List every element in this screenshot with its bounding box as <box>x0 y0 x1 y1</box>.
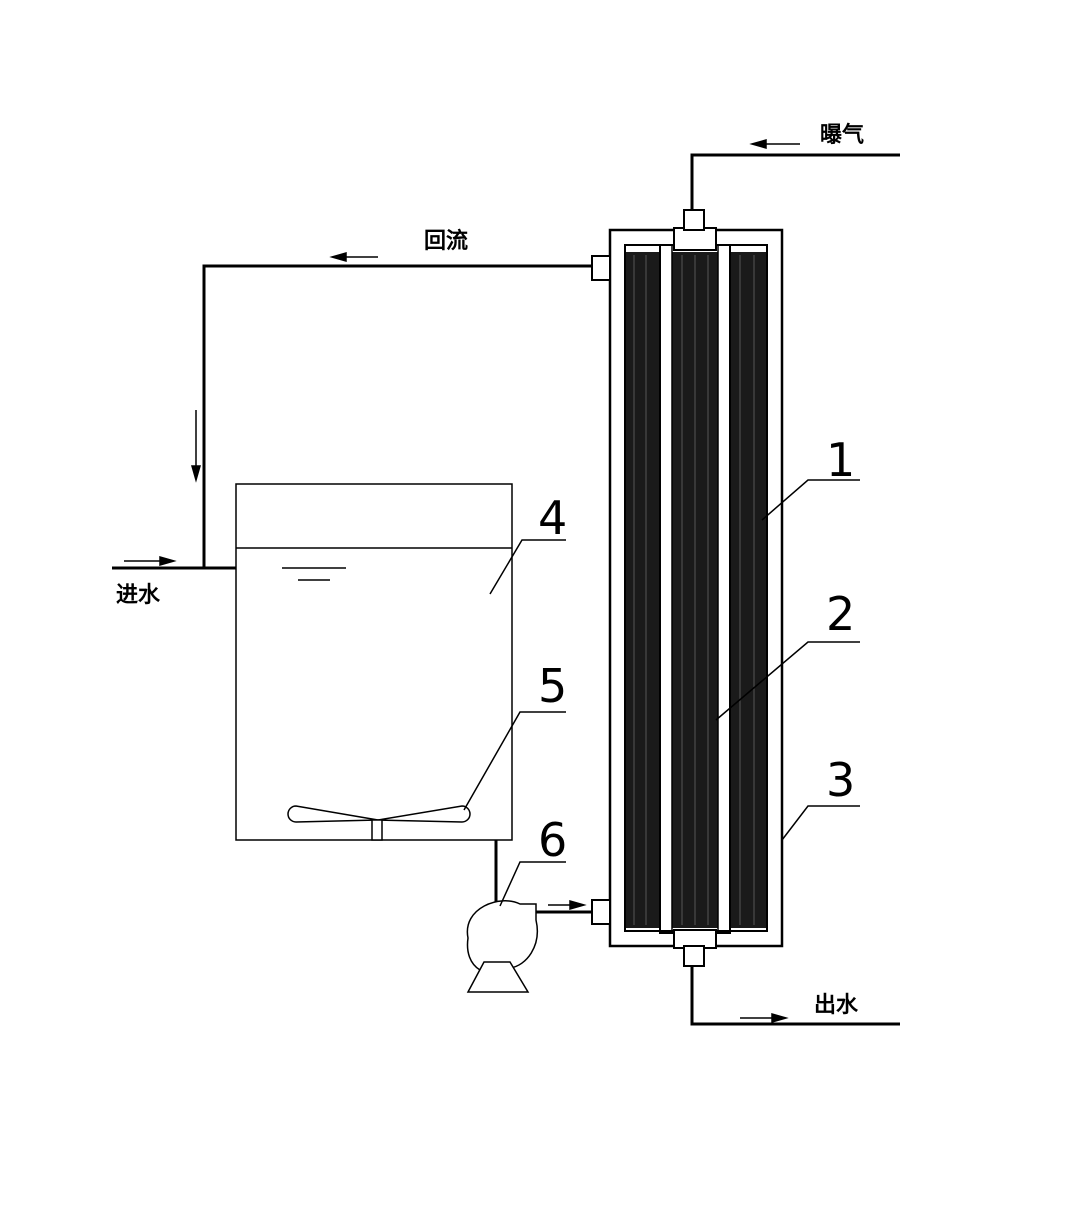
reflux-pipe <box>202 264 592 568</box>
leader-2 <box>715 641 860 721</box>
top-nozzle <box>683 209 705 231</box>
media-packing-left <box>626 252 660 928</box>
tank-body <box>235 483 513 841</box>
stirrer <box>287 805 471 841</box>
stirrer-blade-left <box>287 805 379 823</box>
feed-nozzle <box>591 899 611 925</box>
stirrer-hub <box>371 819 383 841</box>
leader-4 <box>489 539 566 595</box>
aeration-label: 曝气 <box>820 122 864 148</box>
reflux-label: 回流 <box>424 228 468 254</box>
reactor-column <box>591 209 784 967</box>
media-texture <box>633 255 755 925</box>
reflux-down-arrow <box>191 410 201 483</box>
callout-1: 1 <box>826 433 855 487</box>
water-in-label: 进水 <box>116 583 161 608</box>
aeration-flow-arrow <box>749 139 800 149</box>
leader-6 <box>499 861 566 907</box>
top-cap <box>673 227 717 251</box>
callout-4: 4 <box>538 491 567 545</box>
pump <box>466 840 592 993</box>
storage-tank <box>235 483 513 841</box>
aeration-pipe <box>690 153 900 212</box>
leader-3 <box>781 805 860 841</box>
callout-leaders <box>463 479 860 907</box>
callout-3: 3 <box>826 753 855 807</box>
reflux-nozzle <box>591 255 611 281</box>
pump-base <box>466 961 530 993</box>
pump-flow-arrow <box>548 900 587 910</box>
reflux-flow-arrow <box>329 252 378 262</box>
outlet-pipe <box>690 966 900 1026</box>
media-packing-right <box>730 252 766 928</box>
callout-2: 2 <box>826 587 855 641</box>
leader-1 <box>761 479 860 521</box>
outlet-flow-arrow <box>740 1013 789 1023</box>
callout-5: 5 <box>538 659 567 713</box>
pump-casing <box>466 900 538 971</box>
callout-6: 6 <box>538 813 567 867</box>
bottom-nozzle <box>683 945 705 967</box>
inlet-flow-arrow <box>124 556 177 566</box>
stirrer-blade-right <box>377 805 471 823</box>
leader-5 <box>463 711 566 811</box>
water-out-label: 出水 <box>814 993 859 1018</box>
